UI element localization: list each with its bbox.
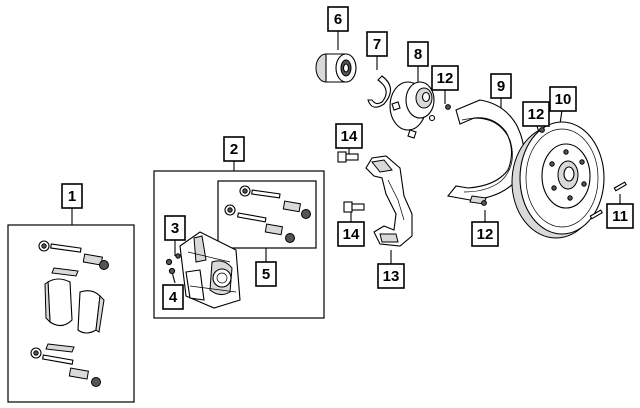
svg-text:4: 4 xyxy=(169,289,178,306)
callout-3: 3 xyxy=(164,215,186,241)
svg-text:11: 11 xyxy=(612,208,628,225)
wheel-bearing xyxy=(315,53,357,83)
kit-1-frame xyxy=(7,224,135,403)
callout-10: 10 xyxy=(549,86,577,112)
callout-6: 6 xyxy=(327,6,349,32)
callout-12-rotor: 12 xyxy=(522,101,550,127)
callout-11: 11 xyxy=(606,203,634,229)
svg-text:10: 10 xyxy=(555,91,572,108)
callout-13: 13 xyxy=(377,263,405,289)
svg-text:6: 6 xyxy=(334,11,342,28)
dust-shield xyxy=(445,99,525,206)
callout-12-hub: 12 xyxy=(431,65,459,91)
svg-text:14: 14 xyxy=(343,226,360,243)
callout-2: 2 xyxy=(223,136,245,162)
brake-caliper xyxy=(165,231,241,309)
bracket-bolts xyxy=(337,151,365,213)
svg-text:7: 7 xyxy=(373,36,381,53)
callout-8: 8 xyxy=(407,41,429,67)
svg-text:5: 5 xyxy=(262,266,270,283)
wheel-hub xyxy=(389,81,436,139)
caliper-2-frame xyxy=(153,170,325,319)
brake-rotor xyxy=(511,121,605,239)
svg-text:2: 2 xyxy=(230,141,238,158)
callout-14-upper: 14 xyxy=(335,123,363,149)
callout-1: 1 xyxy=(61,183,83,209)
caliper-bracket xyxy=(365,155,413,247)
callout-5: 5 xyxy=(255,261,277,287)
svg-text:9: 9 xyxy=(497,78,505,95)
svg-text:3: 3 xyxy=(171,220,179,237)
svg-text:1: 1 xyxy=(68,188,76,205)
callout-7: 7 xyxy=(366,31,388,57)
svg-text:13: 13 xyxy=(383,268,400,285)
brake-pad-kit xyxy=(30,240,109,387)
svg-text:12: 12 xyxy=(477,226,494,243)
svg-text:12: 12 xyxy=(528,106,545,123)
callout-4: 4 xyxy=(162,284,184,310)
callout-12-shield: 12 xyxy=(471,221,499,247)
wheel-studs xyxy=(589,181,627,220)
pin-kit-5-frame xyxy=(217,180,317,249)
svg-text:14: 14 xyxy=(341,128,358,145)
callout-9: 9 xyxy=(490,73,512,99)
callout-14-lower: 14 xyxy=(337,221,365,247)
svg-text:8: 8 xyxy=(414,46,422,63)
guide-pin-kit xyxy=(224,185,311,243)
snap-ring xyxy=(367,75,392,108)
svg-text:12: 12 xyxy=(437,70,454,87)
